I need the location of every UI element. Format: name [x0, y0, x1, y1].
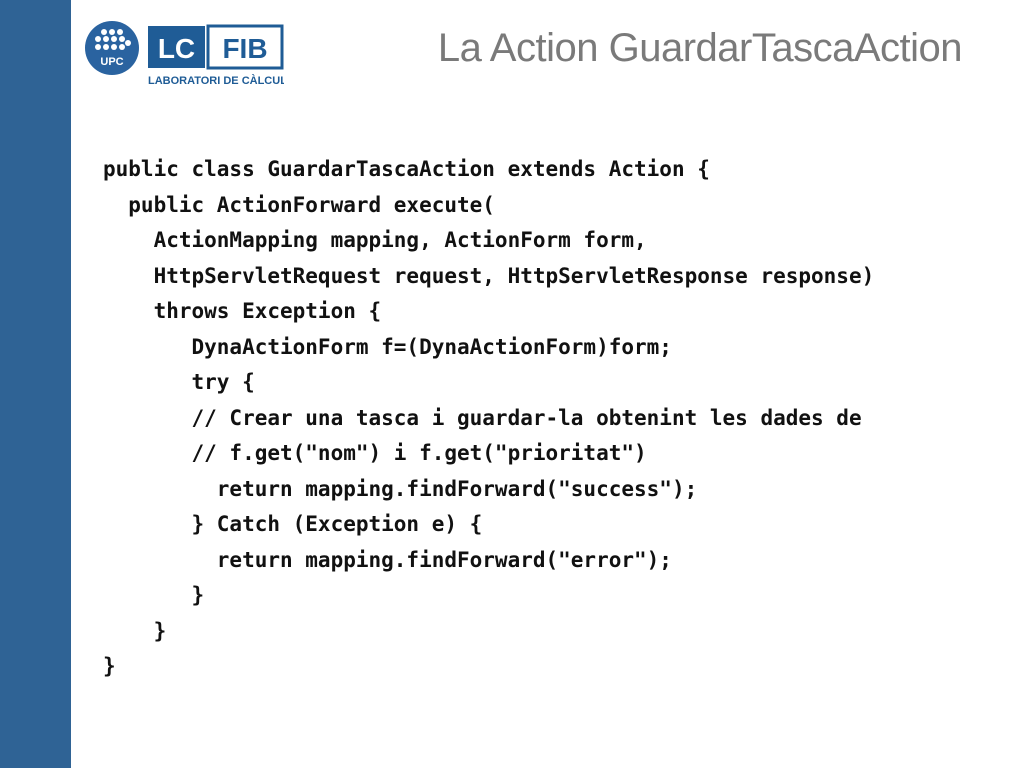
code-block: public class GuardarTascaAction extends …	[103, 152, 874, 685]
code-line: try {	[103, 370, 255, 394]
lc-text: LC	[158, 33, 195, 64]
code-line: return mapping.findForward("error");	[103, 547, 672, 572]
code-line: public ActionForward execute(	[103, 192, 495, 217]
upc-lcfib-logo: UPC LC FIB LABORATORI DE CÀLCUL	[85, 21, 284, 87]
upc-seal-text: UPC	[100, 56, 123, 68]
code-line: throws Exception {	[103, 299, 382, 323]
code-line: public class GuardarTascaAction extends …	[103, 157, 710, 181]
code-line: }	[103, 654, 116, 678]
lc-block	[148, 26, 205, 68]
code-line: DynaActionForm f=(DynaActionForm)form;	[103, 334, 672, 359]
code-line: // Crear una tasca i guardar-la obtenint…	[103, 405, 862, 430]
left-accent-bar	[0, 0, 71, 768]
code-line: // f.get("nom") i f.get("prioritat")	[103, 441, 647, 465]
logo-subtitle: LABORATORI DE CÀLCUL	[148, 74, 284, 87]
fib-text: FIB	[222, 33, 267, 64]
slide-title: La Action GuardarTascaAction	[437, 26, 963, 70]
code-line: return mapping.findForward("success");	[103, 476, 698, 501]
code-line: }	[103, 618, 167, 643]
code-line: HttpServletRequest request, HttpServletR…	[103, 263, 875, 288]
code-line: }	[103, 583, 205, 607]
code-line: ActionMapping mapping, ActionForm form,	[103, 228, 647, 252]
fib-block	[206, 24, 284, 70]
code-line: } Catch (Exception e) {	[103, 512, 483, 536]
